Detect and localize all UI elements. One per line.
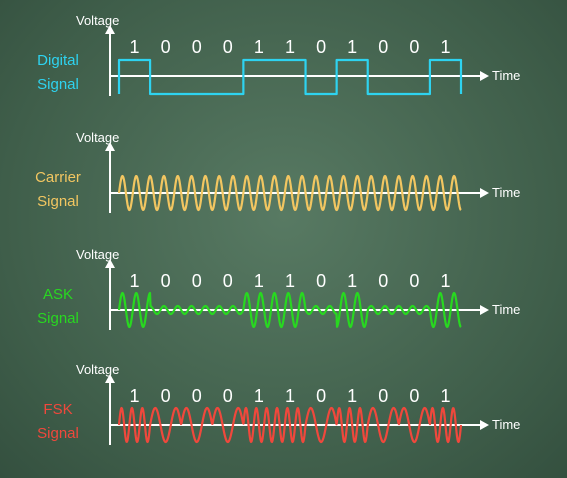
signal-name-line1: Carrier	[35, 169, 81, 186]
y-axis-label: Voltage	[76, 13, 119, 28]
bit-label: 0	[316, 37, 326, 57]
bit-label: 1	[440, 271, 450, 291]
bit-label: 1	[285, 386, 295, 406]
signal-name-line2: Signal	[37, 310, 79, 327]
bit-label: 0	[316, 271, 326, 291]
bit-label: 0	[192, 386, 202, 406]
bit-label: 1	[254, 37, 264, 57]
fsk-waveform	[117, 406, 463, 444]
bit-label: 1	[130, 386, 140, 406]
x-axis-label: Time	[492, 68, 520, 83]
carrier-waveform	[117, 174, 462, 212]
digital-waveform	[117, 58, 463, 96]
bit-label: 0	[378, 271, 388, 291]
bit-label: 1	[440, 386, 450, 406]
bit-label: 0	[378, 386, 388, 406]
bit-label: 1	[130, 37, 140, 57]
signal-name-line2: Signal	[37, 425, 79, 442]
bit-labels: 1 0 0 0 1 1 0 1 0 0 1	[130, 386, 451, 406]
bit-label: 1	[254, 271, 264, 291]
signal-name-line2: Signal	[37, 76, 79, 93]
bit-labels: 1 0 0 0 1 1 0 1 0 0 1	[130, 37, 451, 57]
bit-label: 0	[378, 37, 388, 57]
signal-name-line1: Digital	[37, 52, 79, 69]
bit-label: 0	[161, 37, 171, 57]
bit-label: 0	[409, 37, 419, 57]
bit-label: 0	[161, 271, 171, 291]
bit-label: 1	[347, 37, 357, 57]
y-axis-label: Voltage	[76, 130, 119, 145]
x-axis-label: Time	[492, 302, 520, 317]
x-axis-label: Time	[492, 185, 520, 200]
bit-label: 0	[192, 37, 202, 57]
bit-label: 1	[254, 386, 264, 406]
bit-labels: 1 0 0 0 1 1 0 1 0 0 1	[130, 271, 451, 291]
bit-label: 0	[223, 37, 233, 57]
bit-label: 0	[223, 271, 233, 291]
signal-name-line1: ASK	[43, 286, 73, 303]
bit-label: 0	[223, 386, 233, 406]
bit-label: 0	[161, 386, 171, 406]
y-axis-label: Voltage	[76, 247, 119, 262]
bit-label: 0	[409, 271, 419, 291]
signal-name-line2: Signal	[37, 193, 79, 210]
y-axis-label: Voltage	[76, 362, 119, 377]
x-axis-label: Time	[492, 417, 520, 432]
bit-label: 1	[347, 386, 357, 406]
bit-label: 0	[192, 271, 202, 291]
bit-label: 1	[440, 37, 450, 57]
ask-waveform	[117, 291, 462, 329]
bit-label: 1	[285, 37, 295, 57]
signal-name-line1: FSK	[43, 401, 72, 418]
bit-label: 0	[409, 386, 419, 406]
bit-label: 0	[316, 386, 326, 406]
bit-label: 1	[130, 271, 140, 291]
bit-label: 1	[285, 271, 295, 291]
bit-label: 1	[347, 271, 357, 291]
